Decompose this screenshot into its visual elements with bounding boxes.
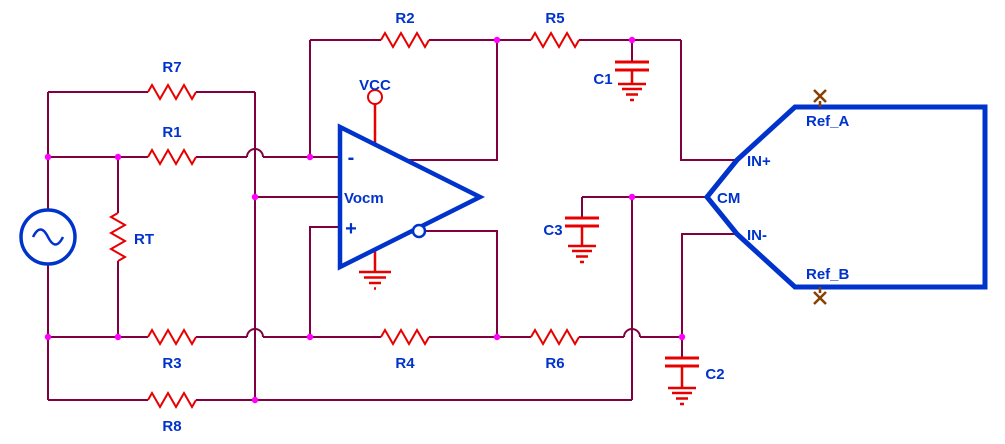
wire-out-minus[interactable] [425, 230, 498, 337]
junction-dot [251, 193, 259, 201]
resistor-rt[interactable]: RT [108, 212, 154, 262]
ref-a-unconnected-x-icon [813, 89, 827, 107]
resistor-symbol [147, 147, 197, 167]
wire-in-minus-riser[interactable] [681, 233, 737, 337]
adc-in-minus-label: IN- [747, 227, 767, 244]
resistor-r4[interactable]: R4 [380, 327, 430, 372]
resistor-r3[interactable]: R3 [147, 327, 197, 372]
resistor-symbol [530, 30, 580, 50]
opamp-ground-symbol [359, 249, 391, 290]
resistor-r7[interactable]: R7 [147, 59, 197, 102]
capacitor-c2[interactable]: C2 [665, 356, 725, 406]
capacitor-c1-label: C1 [593, 71, 612, 88]
junction-dot [628, 36, 636, 44]
wire-plus-input[interactable] [309, 226, 340, 337]
resistor-r6-label: R6 [545, 355, 564, 372]
ground-symbol [568, 226, 596, 264]
ground-symbol [618, 70, 646, 102]
opamp-minus-label: - [348, 147, 355, 169]
opamp-plus-label: + [345, 218, 357, 240]
junction-dot [628, 193, 636, 201]
inverting-output-bubble [411, 223, 427, 239]
adc-in-plus-label: IN+ [747, 153, 771, 170]
wire-r1-row[interactable] [48, 148, 340, 158]
sine-source[interactable] [19, 208, 77, 266]
opamp-triangle[interactable] [337, 123, 486, 271]
junction-dot [493, 333, 501, 341]
resistor-r2[interactable]: R2 [380, 10, 430, 50]
capacitor-c3-label: C3 [543, 222, 562, 239]
resistor-symbol [147, 82, 197, 102]
sine-wave-icon [31, 228, 65, 246]
resistor-symbol [530, 327, 580, 347]
resistor-r7-label: R7 [162, 59, 181, 76]
capacitor-c1[interactable]: C1 [593, 60, 649, 102]
resistor-symbol [147, 327, 197, 347]
resistor-symbol [108, 212, 128, 262]
vcc-terminal[interactable] [367, 89, 383, 105]
adc-ref-a-label: Ref_A [806, 113, 850, 130]
vcc-label: VCC [359, 77, 391, 94]
resistor-rt-label: RT [134, 231, 154, 248]
resistor-symbol [380, 327, 430, 347]
resistor-symbol [380, 30, 430, 50]
wire-r3-row[interactable] [48, 328, 682, 338]
resistor-r5[interactable]: R5 [530, 10, 580, 50]
capacitor-c3[interactable]: C3 [543, 216, 599, 264]
junction-dot [114, 333, 122, 341]
wires [47, 39, 737, 401]
resistor-r8[interactable]: R8 [147, 390, 197, 435]
resistor-r2-label: R2 [395, 10, 414, 27]
wire-cm-net[interactable] [581, 196, 707, 400]
resistor-r3-label: R3 [162, 355, 181, 372]
resistor-r8-label: R8 [162, 418, 181, 435]
opamp-vocm-label: Vocm [344, 190, 384, 207]
wire-out-plus[interactable] [406, 40, 498, 161]
capacitor-plates [565, 216, 599, 228]
junction-dot [251, 396, 259, 404]
resistor-r4-label: R4 [395, 355, 415, 372]
junction-dot [306, 333, 314, 341]
junction-dot [306, 153, 314, 161]
resistor-r1-label: R1 [162, 124, 181, 141]
junction-dot [44, 153, 52, 161]
junction-dot [678, 333, 686, 341]
resistor-r6[interactable]: R6 [530, 327, 580, 372]
adc-cm-label: CM [717, 190, 740, 207]
ground-symbol [668, 366, 696, 406]
adc-block[interactable]: IN+ CM IN- Ref_A Ref_B [703, 89, 988, 305]
junction-dot [493, 36, 501, 44]
junction-dot [44, 333, 52, 341]
capacitor-plates [615, 60, 649, 72]
resistor-r1[interactable]: R1 [147, 124, 197, 167]
junction-dot [114, 153, 122, 161]
opamp[interactable]: VCC - Vocm + [337, 77, 486, 290]
capacitor-c2-label: C2 [705, 366, 724, 383]
adc-outline[interactable] [703, 104, 988, 290]
wire-top-row[interactable] [310, 39, 737, 161]
ref-b-unconnected-x-icon [813, 287, 827, 305]
junction-dots [44, 36, 686, 404]
resistor-r5-label: R5 [545, 10, 564, 27]
capacitor-plates [665, 356, 699, 368]
adc-ref-b-label: Ref_B [806, 266, 850, 283]
resistor-symbol [147, 390, 197, 410]
